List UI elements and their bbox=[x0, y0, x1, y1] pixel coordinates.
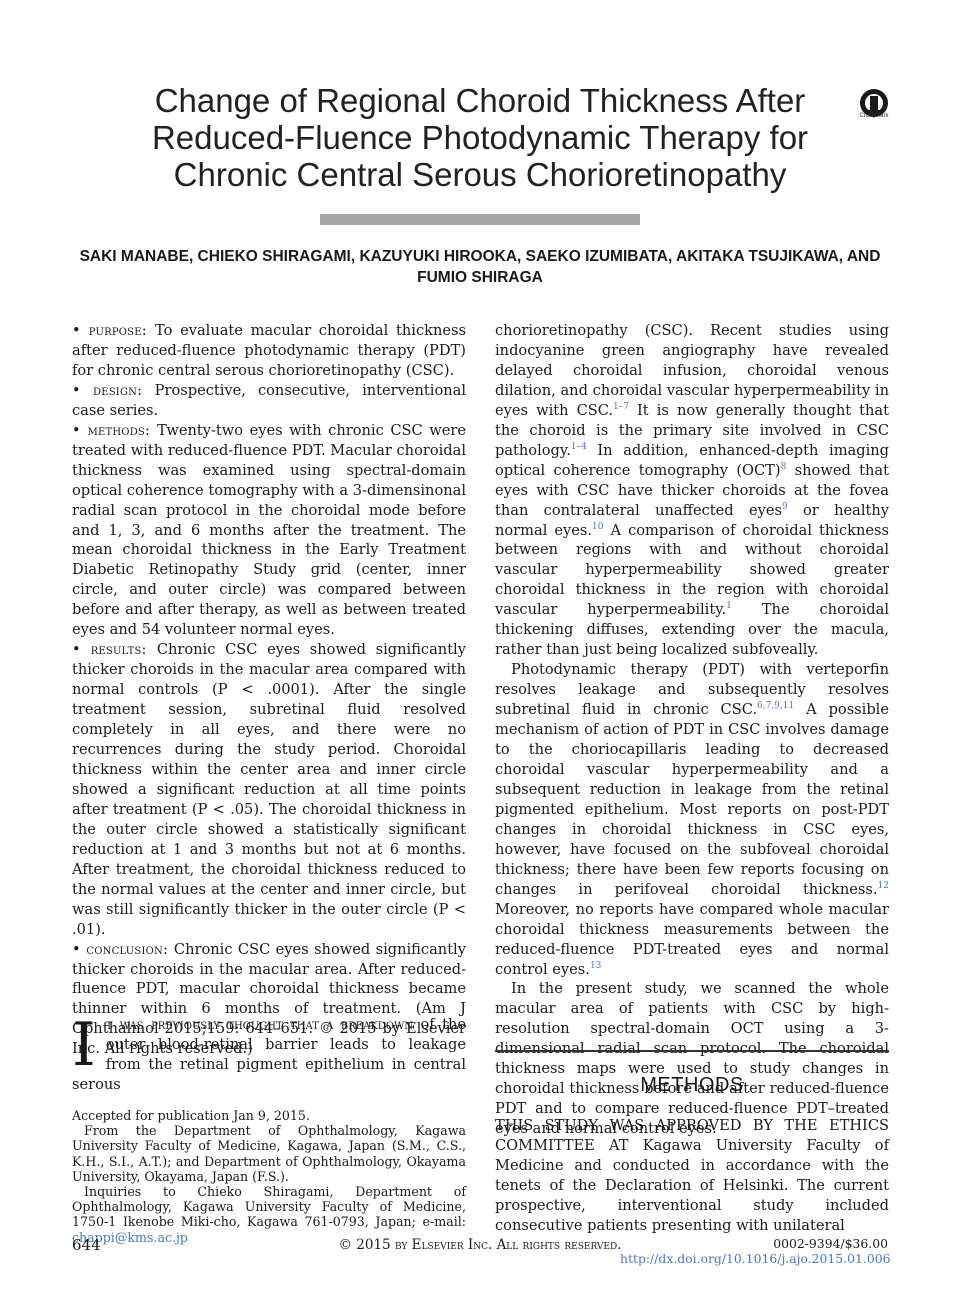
author-list: SAKI MANABE, CHIEKO SHIRAGAMI, KAZUYUKI … bbox=[79, 248, 881, 286]
p1-text-f: A comparison of choroidal thickness betw… bbox=[495, 521, 889, 619]
abstract-design-text: Prospective, consecutive, interventional… bbox=[72, 381, 466, 419]
methods-body-text: Kagawa University Faculty of Medicine an… bbox=[495, 1136, 889, 1234]
p2-text-c: Moreover, no reports have compared whole… bbox=[495, 900, 889, 978]
abstract-citation: (Am J Ophthalmol 2015;159: 644–651. © 20… bbox=[72, 1000, 466, 1058]
abstract-design: • design: Prospective, consecutive, inte… bbox=[72, 381, 466, 421]
footer-identifiers: 0002-9394/$36.00 http://dx.doi.org/10.10… bbox=[620, 1236, 891, 1266]
abstract-methods-text: Twenty-two eyes with chronic CSC were tr… bbox=[72, 421, 466, 639]
ref-link[interactable]: 9 bbox=[781, 501, 788, 512]
ref-link[interactable]: 12 bbox=[877, 880, 889, 891]
abstract-purpose: • purpose: To evaluate macular choroidal… bbox=[72, 321, 466, 381]
footer-price: 0002-9394/$36.00 bbox=[773, 1236, 888, 1251]
section-heading-methods: METHODS bbox=[640, 1074, 744, 1096]
abstract: • purpose: To evaluate macular choroidal… bbox=[72, 321, 466, 1059]
abstract-purpose-label: • purpose: bbox=[72, 322, 147, 339]
ref-link[interactable]: 1–7 bbox=[613, 401, 629, 412]
p2-text-b: A possible mechanism of action of PDT in… bbox=[495, 701, 889, 898]
abstract-methods: • methods: Twenty-two eyes with chronic … bbox=[72, 421, 466, 640]
crossmark-label: CrossMark bbox=[859, 113, 889, 119]
abstract-results-text: Chronic CSC eyes showed significantly th… bbox=[72, 641, 466, 938]
abstract-conclusion-label: • conclusion: bbox=[72, 940, 169, 958]
doi-link[interactable]: http://dx.doi.org/10.1016/j.ajo.2015.01.… bbox=[620, 1251, 891, 1266]
footnotes: Accepted for publication Jan 9, 2015. Fr… bbox=[72, 1108, 466, 1245]
methods-paragraph: THIS STUDY WAS APPROVED BY THE ETHICS CO… bbox=[495, 1116, 889, 1236]
article-title: Change of Regional Choroid Thickness Aft… bbox=[151, 82, 809, 193]
p1-text-b: It is now generally thought that the cho… bbox=[495, 401, 889, 459]
p2-text-a: Photodynamic therapy (PDT) with vertepor… bbox=[495, 661, 889, 719]
intro-lead-text: t was previously thought that a breakdow… bbox=[105, 1016, 414, 1033]
title-divider bbox=[320, 214, 640, 225]
page-number: 644 bbox=[72, 1236, 101, 1254]
ref-link[interactable]: 13 bbox=[589, 960, 602, 971]
body-paragraph-3: In the present study, we scanned the who… bbox=[495, 980, 889, 1138]
section-divider bbox=[495, 1050, 889, 1052]
email-link[interactable]: chappi@kms.ac.jp bbox=[72, 1229, 188, 1245]
footnote-inquiries: Inquiries to Chieko Shiragami, Departmen… bbox=[72, 1184, 466, 1245]
p1-text-e: or healthy normal eyes. bbox=[495, 501, 890, 539]
intro-text: of the outer blood-retinal barrier leads… bbox=[72, 1016, 466, 1093]
ref-link[interactable]: 1 bbox=[726, 601, 732, 612]
right-column-body: chorioretinopathy (CSC). Recent studies … bbox=[495, 321, 889, 1139]
footnote-inquiries-text: Inquiries to Chieko Shiragami, Departmen… bbox=[72, 1184, 466, 1230]
p1-text-d: showed that eyes with CSC have thicker c… bbox=[495, 461, 889, 519]
abstract-results: • results: Chronic CSC eyes showed signi… bbox=[72, 640, 466, 939]
footer-copyright: © 2015 by Elsevier Inc. All rights reser… bbox=[338, 1237, 622, 1253]
abstract-purpose-text: To evaluate macular choroidal thickness … bbox=[72, 322, 466, 379]
abstract-methods-label: • methods: bbox=[72, 421, 151, 439]
p1-text-a: chorioretinopathy (CSC). Recent studies … bbox=[495, 322, 889, 419]
abstract-conclusion-text: Chronic CSC eyes showed significantly th… bbox=[72, 940, 466, 1018]
crossmark-icon[interactable] bbox=[857, 88, 891, 122]
footnote-affiliation: From the Department of Ophthalmology, Ka… bbox=[72, 1123, 466, 1184]
introduction-start: I t was previously thought that a breakd… bbox=[72, 1015, 466, 1095]
body-paragraph-2: Photodynamic therapy (PDT) with vertepor… bbox=[495, 660, 889, 979]
footnote-accepted: Accepted for publication Jan 9, 2015. bbox=[72, 1108, 310, 1123]
ref-link[interactable]: 1–4 bbox=[570, 441, 587, 452]
ref-link[interactable]: 10 bbox=[592, 521, 604, 532]
body-paragraph-1: chorioretinopathy (CSC). Recent studies … bbox=[495, 321, 889, 660]
p1-text-c: In addition, enhanced-depth imaging opti… bbox=[495, 441, 889, 479]
methods-lead-text: THIS STUDY WAS APPROVED BY THE ETHICS CO… bbox=[495, 1117, 889, 1154]
ref-link[interactable]: 8 bbox=[780, 461, 787, 472]
ref-link[interactable]: 6,7,9,11 bbox=[757, 701, 795, 712]
p1-text-g: The choroidal thickening diffuses, exten… bbox=[495, 601, 889, 659]
abstract-design-label: • design: bbox=[72, 381, 143, 399]
drop-cap: I bbox=[72, 1010, 96, 1080]
abstract-results-label: • results: bbox=[72, 641, 147, 659]
abstract-conclusion: • conclusion: Chronic CSC eyes showed si… bbox=[72, 940, 466, 1060]
